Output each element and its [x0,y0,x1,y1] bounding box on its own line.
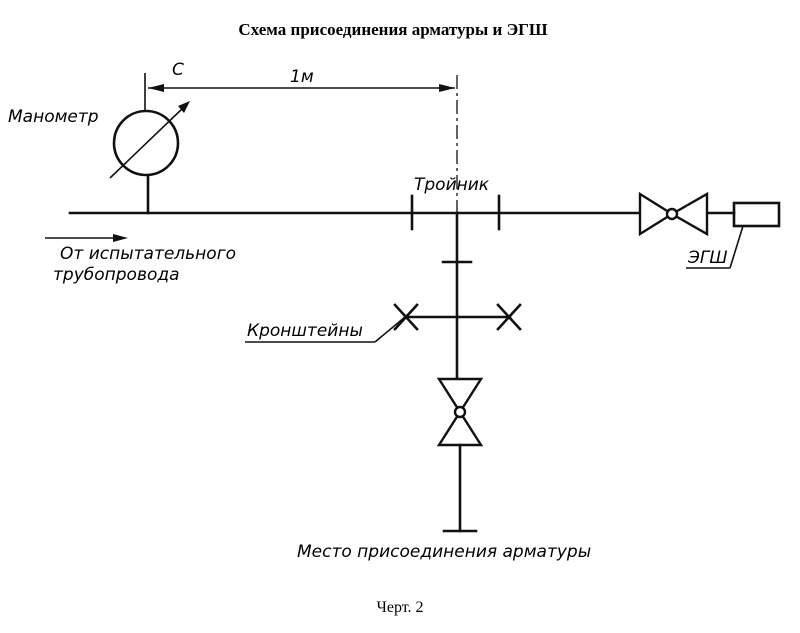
diagram-title: Схема присоединения арматуры и ЭГШ [238,20,548,39]
manometer-arrow [109,107,184,179]
dimension-arrow-right [439,84,455,92]
manometer-arrowhead [178,101,190,113]
c-mark: С [172,60,184,80]
tee-label: Тройник [414,175,490,195]
dimension-arrow-left [148,84,164,92]
horizontal-valve-right [669,191,709,237]
source-flow-arrowhead [113,234,128,242]
manometer-gauge [112,109,180,177]
bracket-right-x2 [496,303,522,331]
brackets-leader [374,316,406,343]
horizontal-valve-stem [665,207,679,221]
horizontal-valve-left [638,191,675,237]
distance-label: 1м [290,67,314,87]
brackets-label: Кронштейны [247,321,363,341]
figure-caption: Черт. 2 [376,599,423,616]
manometer-label: Манометр [8,107,99,127]
egsh-box [732,201,781,228]
source-label-line2: трубопровода [53,265,180,285]
vertical-valve-upper [436,377,484,415]
egsh-leader [729,225,744,269]
vertical-valve-stem [453,405,467,419]
connection-point-label: Место присоединения арматуры [297,542,591,562]
bracket-left-x2 [393,303,419,331]
source-label-line1: От испытательного [60,244,236,264]
egsh-label: ЭГШ [687,248,728,268]
